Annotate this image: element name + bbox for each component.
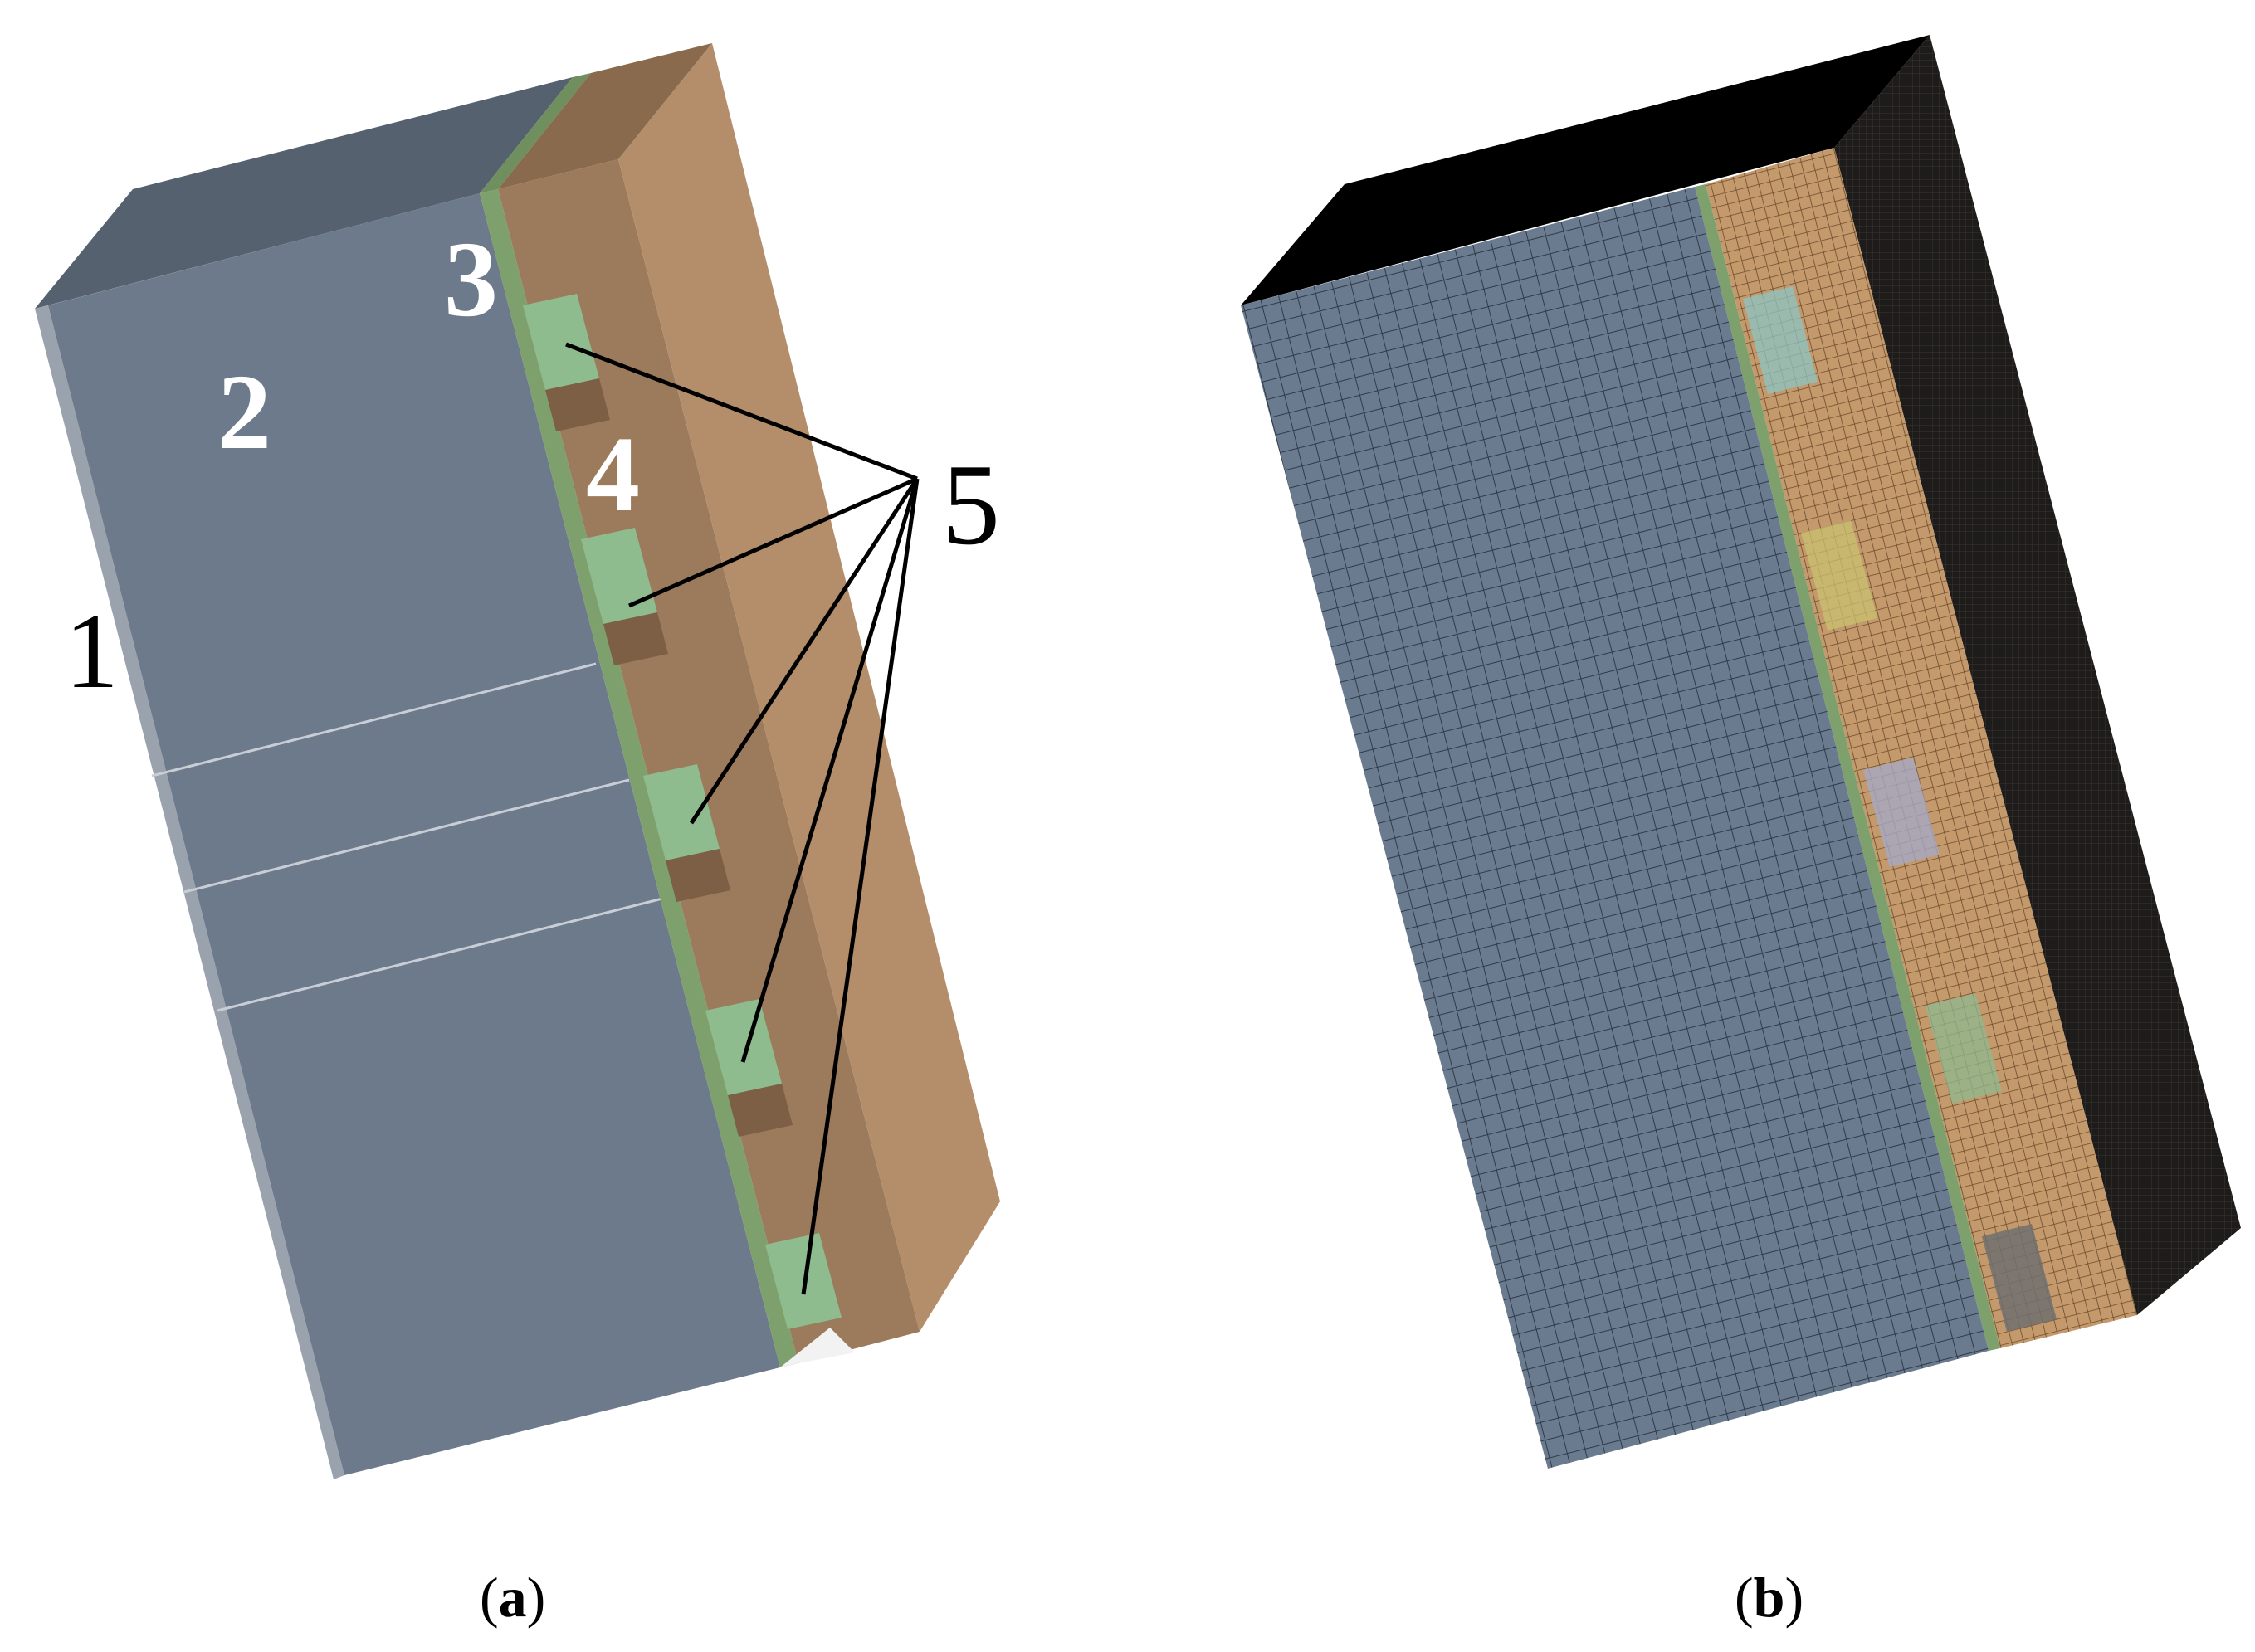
wall-4-front-face — [498, 159, 920, 1363]
mesh-block — [1743, 286, 1818, 394]
label-4: 4 — [586, 415, 640, 534]
block-5 — [643, 764, 720, 860]
layer-3-top — [480, 73, 591, 193]
label-1: 1 — [65, 592, 119, 711]
block-5-shadow — [603, 612, 668, 665]
mesh-block — [1982, 1224, 2057, 1332]
leader-line — [627, 476, 919, 608]
bottom-notch — [780, 1328, 855, 1367]
panel-a-model: 1 2 3 4 5 — [35, 43, 1000, 1479]
leader-line — [801, 478, 920, 1295]
label-5: 5 — [942, 441, 1000, 569]
leader-line — [565, 342, 918, 481]
wall-4-side-face — [618, 43, 1000, 1332]
leader-lines — [565, 342, 920, 1295]
panel-b-mesh — [1241, 35, 2241, 1469]
slab-seam — [217, 897, 663, 1012]
label-2: 2 — [217, 353, 271, 472]
mesh-top-face — [1241, 35, 1930, 305]
slab-seam — [151, 662, 597, 777]
mesh-block — [1801, 520, 1877, 631]
layer-3-strip — [480, 189, 798, 1367]
slab-seam — [183, 778, 630, 894]
mesh-slab-front — [1241, 187, 1989, 1469]
mesh-layer-strip — [1695, 184, 2000, 1351]
mesh-side-face — [1834, 35, 2241, 1315]
wall-4-top-face — [498, 43, 712, 189]
slab-2-top-face — [35, 77, 573, 309]
layer-1-strip — [35, 305, 344, 1479]
mesh-block — [1863, 758, 1940, 867]
block-5-shadow — [545, 378, 610, 431]
leader-line — [740, 478, 920, 1063]
block-5-group — [523, 294, 842, 1329]
block-5-shadow — [666, 849, 730, 902]
block-5 — [705, 999, 782, 1095]
caption-a: (a) — [480, 1566, 545, 1629]
label-3: 3 — [444, 220, 498, 339]
mesh-block — [1926, 993, 2002, 1104]
mesh-wall-front — [1706, 148, 2137, 1348]
block-5 — [523, 294, 599, 390]
block-5-shadow — [728, 1084, 793, 1137]
leader-line — [689, 477, 920, 825]
caption-b: (b) — [1735, 1566, 1804, 1629]
